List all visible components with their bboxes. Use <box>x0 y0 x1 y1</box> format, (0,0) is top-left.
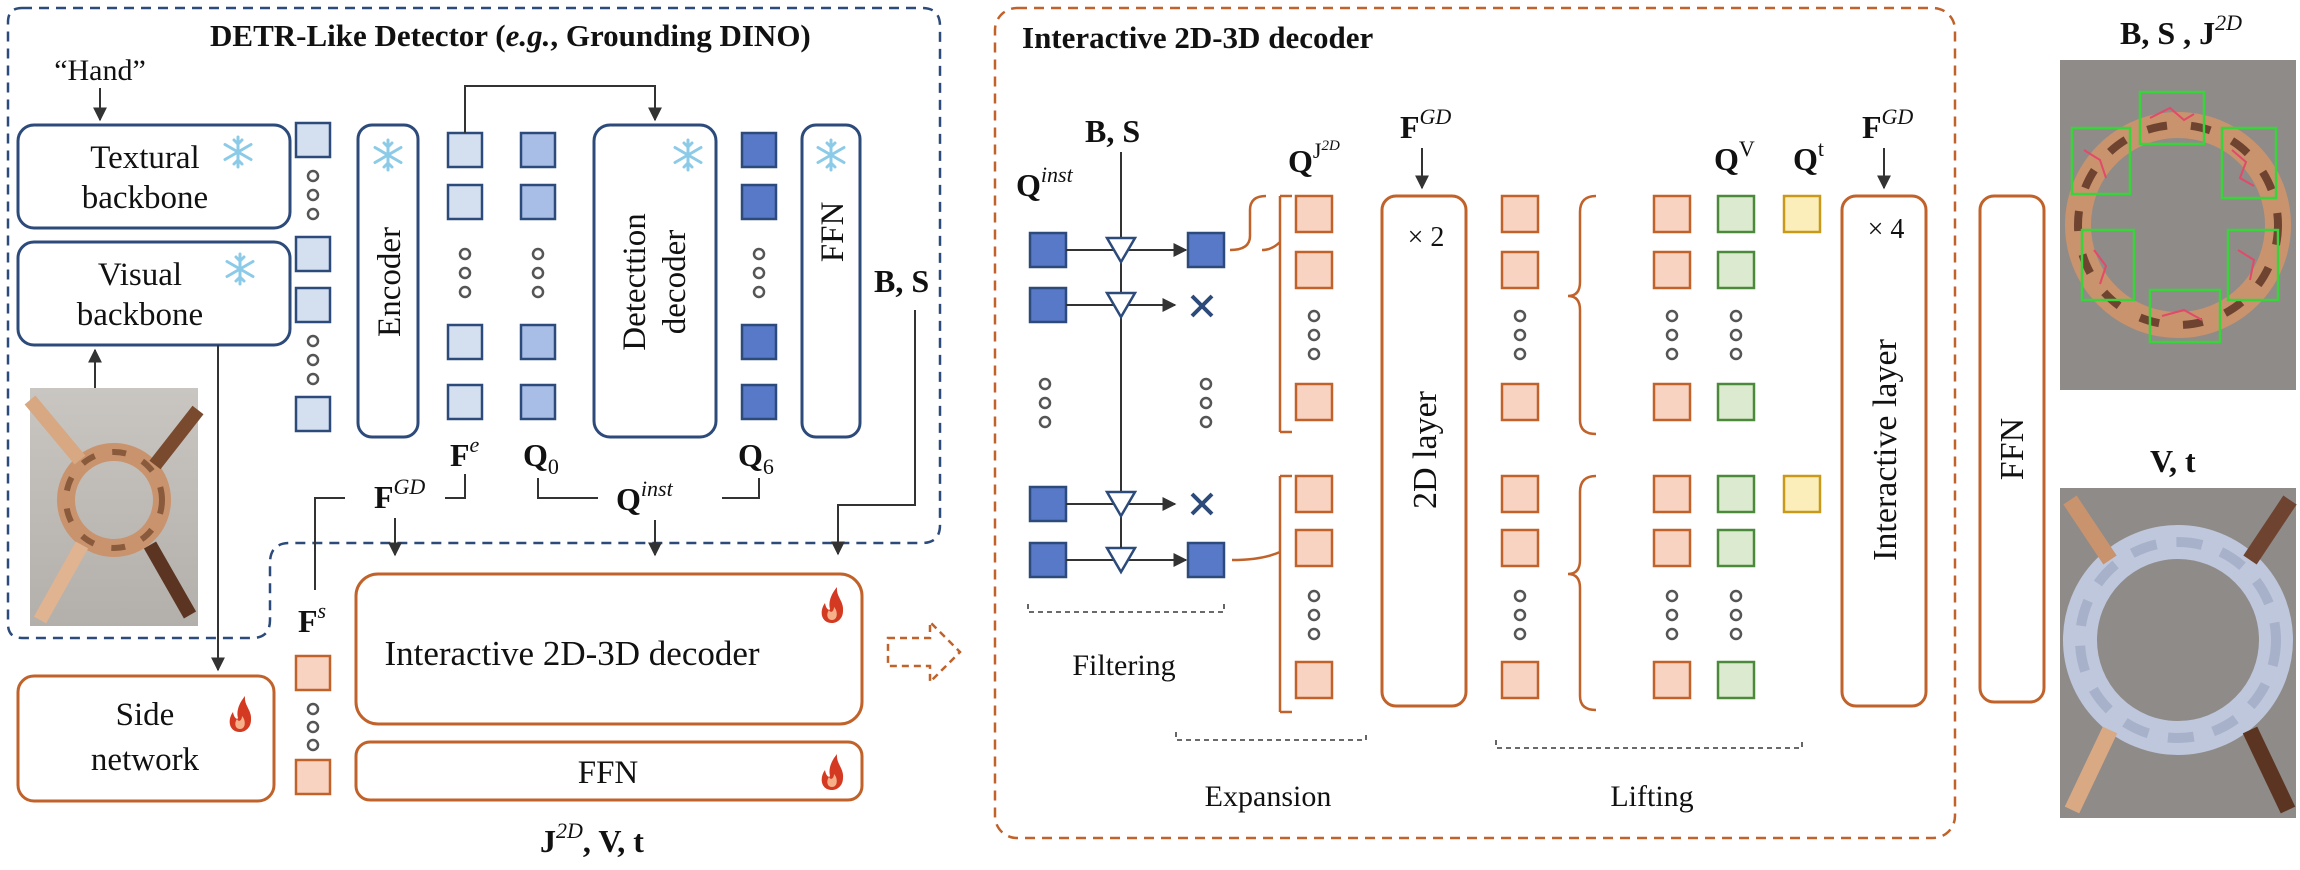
fs-label: Fs <box>298 598 326 639</box>
layer2d-label: 2D layer <box>1407 390 1444 509</box>
times2-label: × 2 <box>1408 222 1445 253</box>
final-ffn-box <box>1978 194 2046 704</box>
detection-decoder-box <box>592 123 718 439</box>
expansion-brace-bottom <box>1231 474 1292 714</box>
detail-qinst-label: Qinst <box>1016 162 1074 203</box>
expansion-dashed-brace <box>1175 732 1367 741</box>
expansion-brace-top-stub <box>1229 194 1267 252</box>
lifting-brace-top <box>1567 194 1597 436</box>
interactive-decoder-box <box>354 572 864 726</box>
expand-detail-arrow <box>886 618 962 686</box>
input-hands-image <box>24 388 204 626</box>
lifting-label: Lifting <box>1610 780 1693 813</box>
qt-label: Qt <box>1793 136 1824 177</box>
textural-backbone-line2: backbone <box>82 180 208 216</box>
lifted-joint-token-column <box>1652 194 1692 700</box>
mesh-result-image <box>2060 488 2297 818</box>
lifting-dashed-brace <box>1495 740 1803 749</box>
detection-decoder-line1: Detecttion <box>617 213 653 350</box>
top-output-label: B, S , J2D <box>2120 10 2242 51</box>
detr-ffn-label: FFN <box>815 202 851 263</box>
q6-token-column <box>740 131 778 421</box>
qj2d-token-column <box>1294 194 1334 700</box>
textural-backbone-line1: Textural <box>90 140 199 176</box>
detr-ffn-box <box>800 123 862 439</box>
fe-label: Fe <box>450 432 480 473</box>
visual-backbone-line1: Visual <box>98 257 182 293</box>
q0-label: Q0 <box>523 437 559 479</box>
bottom-output-label: V, t <box>2150 443 2196 479</box>
final-ffn-label: FFN <box>1994 418 2031 480</box>
bottom-ffn-box <box>354 740 864 802</box>
visual-backbone-box <box>16 240 292 347</box>
detection-result-image <box>2060 60 2296 390</box>
hand-prompt: “Hand” <box>54 54 146 87</box>
fgd-label: FGD <box>374 474 425 515</box>
q6-label: Q6 <box>738 437 774 479</box>
bs-to-decoder-arrow <box>831 310 916 556</box>
side-network-line1: Side <box>116 697 175 733</box>
interactive-layer-label: Interactive layer <box>1867 338 1904 560</box>
interactive-layer-box <box>1840 194 1928 708</box>
bs-output-label: B, S <box>874 263 929 299</box>
qt-token-column <box>1782 194 1822 514</box>
interactive-decoder-label: Interactive 2D-3D decoder <box>384 634 759 673</box>
final-output-label: J2D, V, t <box>540 818 644 859</box>
expansion-label: Expansion <box>1205 780 1332 813</box>
fgd2-label: FGD <box>1862 104 1913 145</box>
fe-token-column <box>446 131 484 421</box>
filtering-block <box>1028 231 1226 579</box>
side-network-line2: network <box>91 742 200 778</box>
filtering-brace <box>1027 604 1225 613</box>
detail-bs-label: B, S <box>1085 113 1140 149</box>
lifting-brace-bottom <box>1567 474 1597 712</box>
qv-token-column <box>1716 194 1756 700</box>
side-network-box <box>16 674 276 803</box>
q0-bracket <box>537 478 598 499</box>
decoder-detail-title: Interactive 2D-3D decoder <box>1022 20 1373 55</box>
textural-backbone-box <box>16 123 292 230</box>
bottom-ffn-label: FFN <box>578 755 639 791</box>
fs-connector <box>314 497 345 590</box>
expansion-brace-top <box>1261 194 1292 434</box>
encoder-box <box>356 123 420 439</box>
fe-bracket <box>445 474 466 499</box>
post-2d-token-column <box>1500 194 1540 700</box>
qinst-label: Qinst <box>616 476 674 517</box>
encoder-label: Encoder <box>372 227 408 337</box>
q6-bracket <box>722 478 760 499</box>
layer2d-box <box>1380 194 1468 708</box>
visual-backbone-line2: backbone <box>77 297 203 333</box>
filtering-label: Filtering <box>1072 649 1175 682</box>
q0-token-column <box>519 131 557 421</box>
fs-token-column <box>294 654 332 796</box>
fgd1-label: FGD <box>1400 104 1451 145</box>
detection-decoder-line2: decoder <box>657 230 693 334</box>
times4-label: × 4 <box>1868 214 1905 245</box>
text-image-token-column <box>294 121 332 433</box>
qj2d-label: QJ2D <box>1288 138 1340 179</box>
qv-label: QV <box>1714 136 1755 177</box>
detr-title: DETR-Like Detector (e.g., Grounding DINO… <box>210 18 811 53</box>
decoder-detail-region <box>993 6 1957 840</box>
fe-to-decoder-arrow <box>464 85 662 133</box>
